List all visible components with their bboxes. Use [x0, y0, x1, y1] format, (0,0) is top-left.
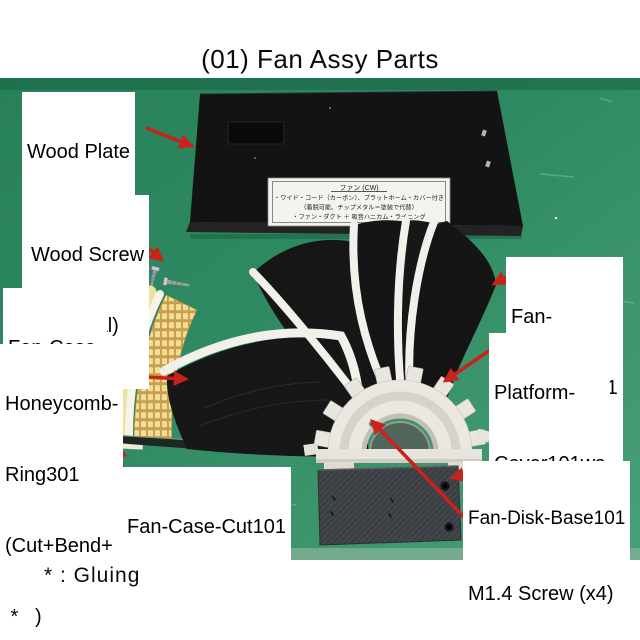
callout-line: Honeycomb-: [5, 393, 119, 416]
plate-label-line2: ・ワイド・コード（カーボン）、プラットホーム・カバー付き: [274, 194, 444, 202]
callout-m14-screw: M1.4 Screw (x4): [463, 534, 619, 640]
callout-line: Platform-: [494, 382, 576, 405]
fan-disk-base-part: [317, 465, 462, 546]
arrow-platform-cover: [442, 346, 495, 383]
wood-screws-part: [150, 265, 190, 287]
callout-line: Fan-Case-Cut101: [127, 516, 286, 539]
callout-line: Fan-Disk-Base101: [468, 507, 626, 529]
plate-spec-label: ファン (CW) ・ワイド・コード（カーボン）、プラットホーム・カバー付き （着…: [267, 177, 451, 227]
plate-label-line4: ・ファン・ダクト ＋ 吸音ハニカム・ライニング: [292, 213, 425, 221]
callout-line: M1.4 Screw (x4): [468, 583, 614, 606]
callout-honeycomb-ring: Honeycomb- Ring301 (Cut+Bend+ * ): [0, 344, 124, 640]
callout-line: (Cut+Bend+: [5, 534, 113, 557]
parts-photo: ファン (CW) ・ワイド・コード（カーボン）、プラットホーム・カバー付き （着…: [0, 78, 640, 640]
callout-line: Wood Screw: [31, 244, 145, 267]
callout-fan-case-cut101: Fan-Case-Cut101: [122, 467, 291, 590]
callout-line: Wood Plate: [27, 141, 131, 164]
callout-line: Fan-: [511, 306, 553, 329]
arrow-m14-to-platform: [370, 418, 481, 535]
photo-canvas: ファン (CW) ・ワイド・コード（カーボン）、プラットホーム・カバー付き （着…: [0, 78, 640, 560]
arrow-wood-plate: [145, 126, 195, 149]
plate-label-line3: （着脱可能、チップメタル＝塗装で代替）: [300, 204, 418, 212]
gluing-footnote: * : Gluing: [44, 564, 141, 587]
callout-line: Ring301: [5, 463, 80, 486]
plate-label-line1: ファン (CW): [339, 184, 378, 192]
fan-blades-part: [159, 217, 496, 457]
platform-cover-part: [303, 365, 492, 471]
figure-title: (01) Fan Assy Parts: [201, 44, 439, 74]
callout-line: * ): [5, 605, 42, 628]
wood-plate-part: ファン (CW) ・ワイド・コード（カーボン）、プラットホーム・カバー付き （着…: [186, 90, 523, 239]
